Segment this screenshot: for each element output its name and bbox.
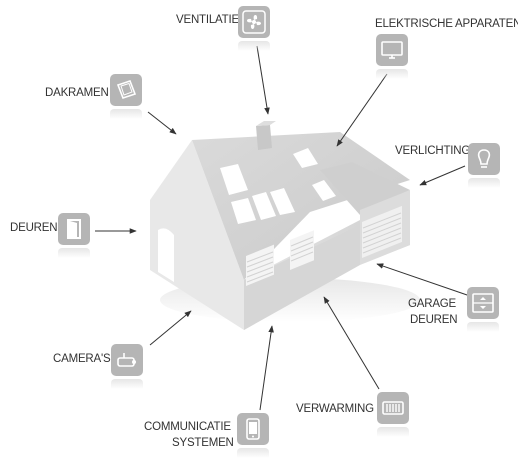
arrow-dakramen	[147, 111, 177, 135]
house-roof-windows	[220, 148, 336, 224]
label-dakramen: DAKRAMEN	[45, 87, 109, 99]
monitor-icon	[376, 34, 408, 66]
label-garage-deuren-line2: DEUREN	[410, 314, 458, 326]
arrow-garage-deuren	[376, 263, 471, 297]
label-communicatie-line1: COMMUNICATIE	[144, 421, 231, 433]
phone-icon-reflection	[237, 448, 269, 458]
label-communicatie-line2: SYSTEMEN	[172, 437, 234, 449]
label-verwarming: VERWARMING	[296, 403, 374, 415]
label-elektrische-apparaten: ELEKTRISCHE APPARATEN	[375, 18, 518, 30]
phone-icon	[237, 413, 269, 445]
label-verlichting: VERLICHTING	[395, 145, 471, 157]
garage-door-icon-reflection	[467, 322, 499, 332]
label-cameras: CAMERA'S	[53, 353, 111, 365]
fan-icon	[238, 6, 270, 38]
garage-door-icon	[467, 287, 499, 319]
roof-window-icon-reflection	[110, 109, 142, 119]
radiator-icon	[377, 392, 409, 424]
arrow-communicatie	[259, 325, 274, 411]
light-bulb-icon	[468, 143, 500, 175]
monitor-icon-reflection	[376, 69, 408, 79]
label-deuren: DEUREN	[10, 222, 58, 234]
house-side-door	[158, 228, 174, 282]
light-bulb-icon-reflection	[468, 178, 500, 188]
label-ventilatie: VENTILATIE	[176, 14, 239, 26]
arrow-cameras	[149, 310, 192, 346]
house-gable	[150, 140, 244, 330]
door-icon-reflection	[58, 248, 90, 258]
house-chimney	[256, 125, 272, 150]
arrow-verwarming	[323, 296, 380, 390]
fan-icon-reflection	[238, 41, 270, 51]
label-garage-deuren-line1: GARAGE	[408, 298, 457, 310]
camera-icon-reflection	[111, 379, 143, 389]
arrow-verlichting	[419, 165, 466, 186]
roof-window-icon	[110, 74, 142, 106]
arrow-elektrische-apparaten	[336, 73, 388, 147]
radiator-icon-reflection	[377, 427, 409, 437]
arrow-ventilatie	[256, 45, 270, 115]
camera-icon	[111, 344, 143, 376]
door-icon	[58, 213, 90, 245]
